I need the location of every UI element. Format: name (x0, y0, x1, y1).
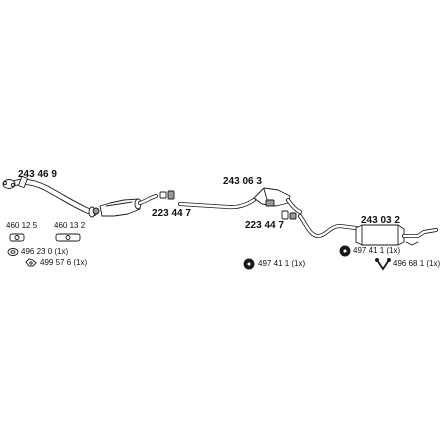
catalytic-converter-drawing (92, 194, 158, 217)
part-number-clamp-a: 460 12 5 (6, 221, 38, 230)
part-number-clamp-b: 460 13 2 (54, 221, 86, 230)
joint-clamp-drawing (159, 190, 175, 200)
gasket-icon (25, 258, 37, 267)
front-pipe-drawing (2, 176, 97, 218)
part-number-middle-silencer: 243 06 3 (223, 176, 262, 187)
center-pipe-drawing (178, 198, 256, 210)
middle-silencer-drawing (253, 187, 302, 220)
rear-silencer-drawing (355, 224, 438, 246)
clamp-icon (55, 233, 81, 242)
rubber-mount-icon (339, 245, 351, 257)
rear-pipe-drawing (298, 214, 358, 238)
gasket-icon (7, 248, 19, 256)
part-number-rubber-mount-a: 497 41 1 (1x) (258, 259, 306, 268)
part-number-front-pipe: 243 46 9 (18, 169, 57, 180)
part-number-hanger: 496 68 1 (1x) (393, 259, 441, 268)
part-number-rubber-mount-b: 497 41 1 (1x) (353, 246, 401, 255)
rubber-mount-icon (243, 258, 255, 270)
part-number-center-pipe-a: 223 44 7 (152, 208, 191, 219)
part-number-gasket-b: 499 57 6 (1x) (40, 258, 88, 267)
part-number-center-pipe-b: 223 44 7 (245, 220, 284, 231)
v-hanger-icon (375, 258, 391, 271)
part-number-rear-silencer: 243 03 2 (361, 215, 400, 226)
part-number-gasket-a: 496 23 0 (1x) (21, 247, 69, 256)
clamp-icon (9, 233, 25, 242)
